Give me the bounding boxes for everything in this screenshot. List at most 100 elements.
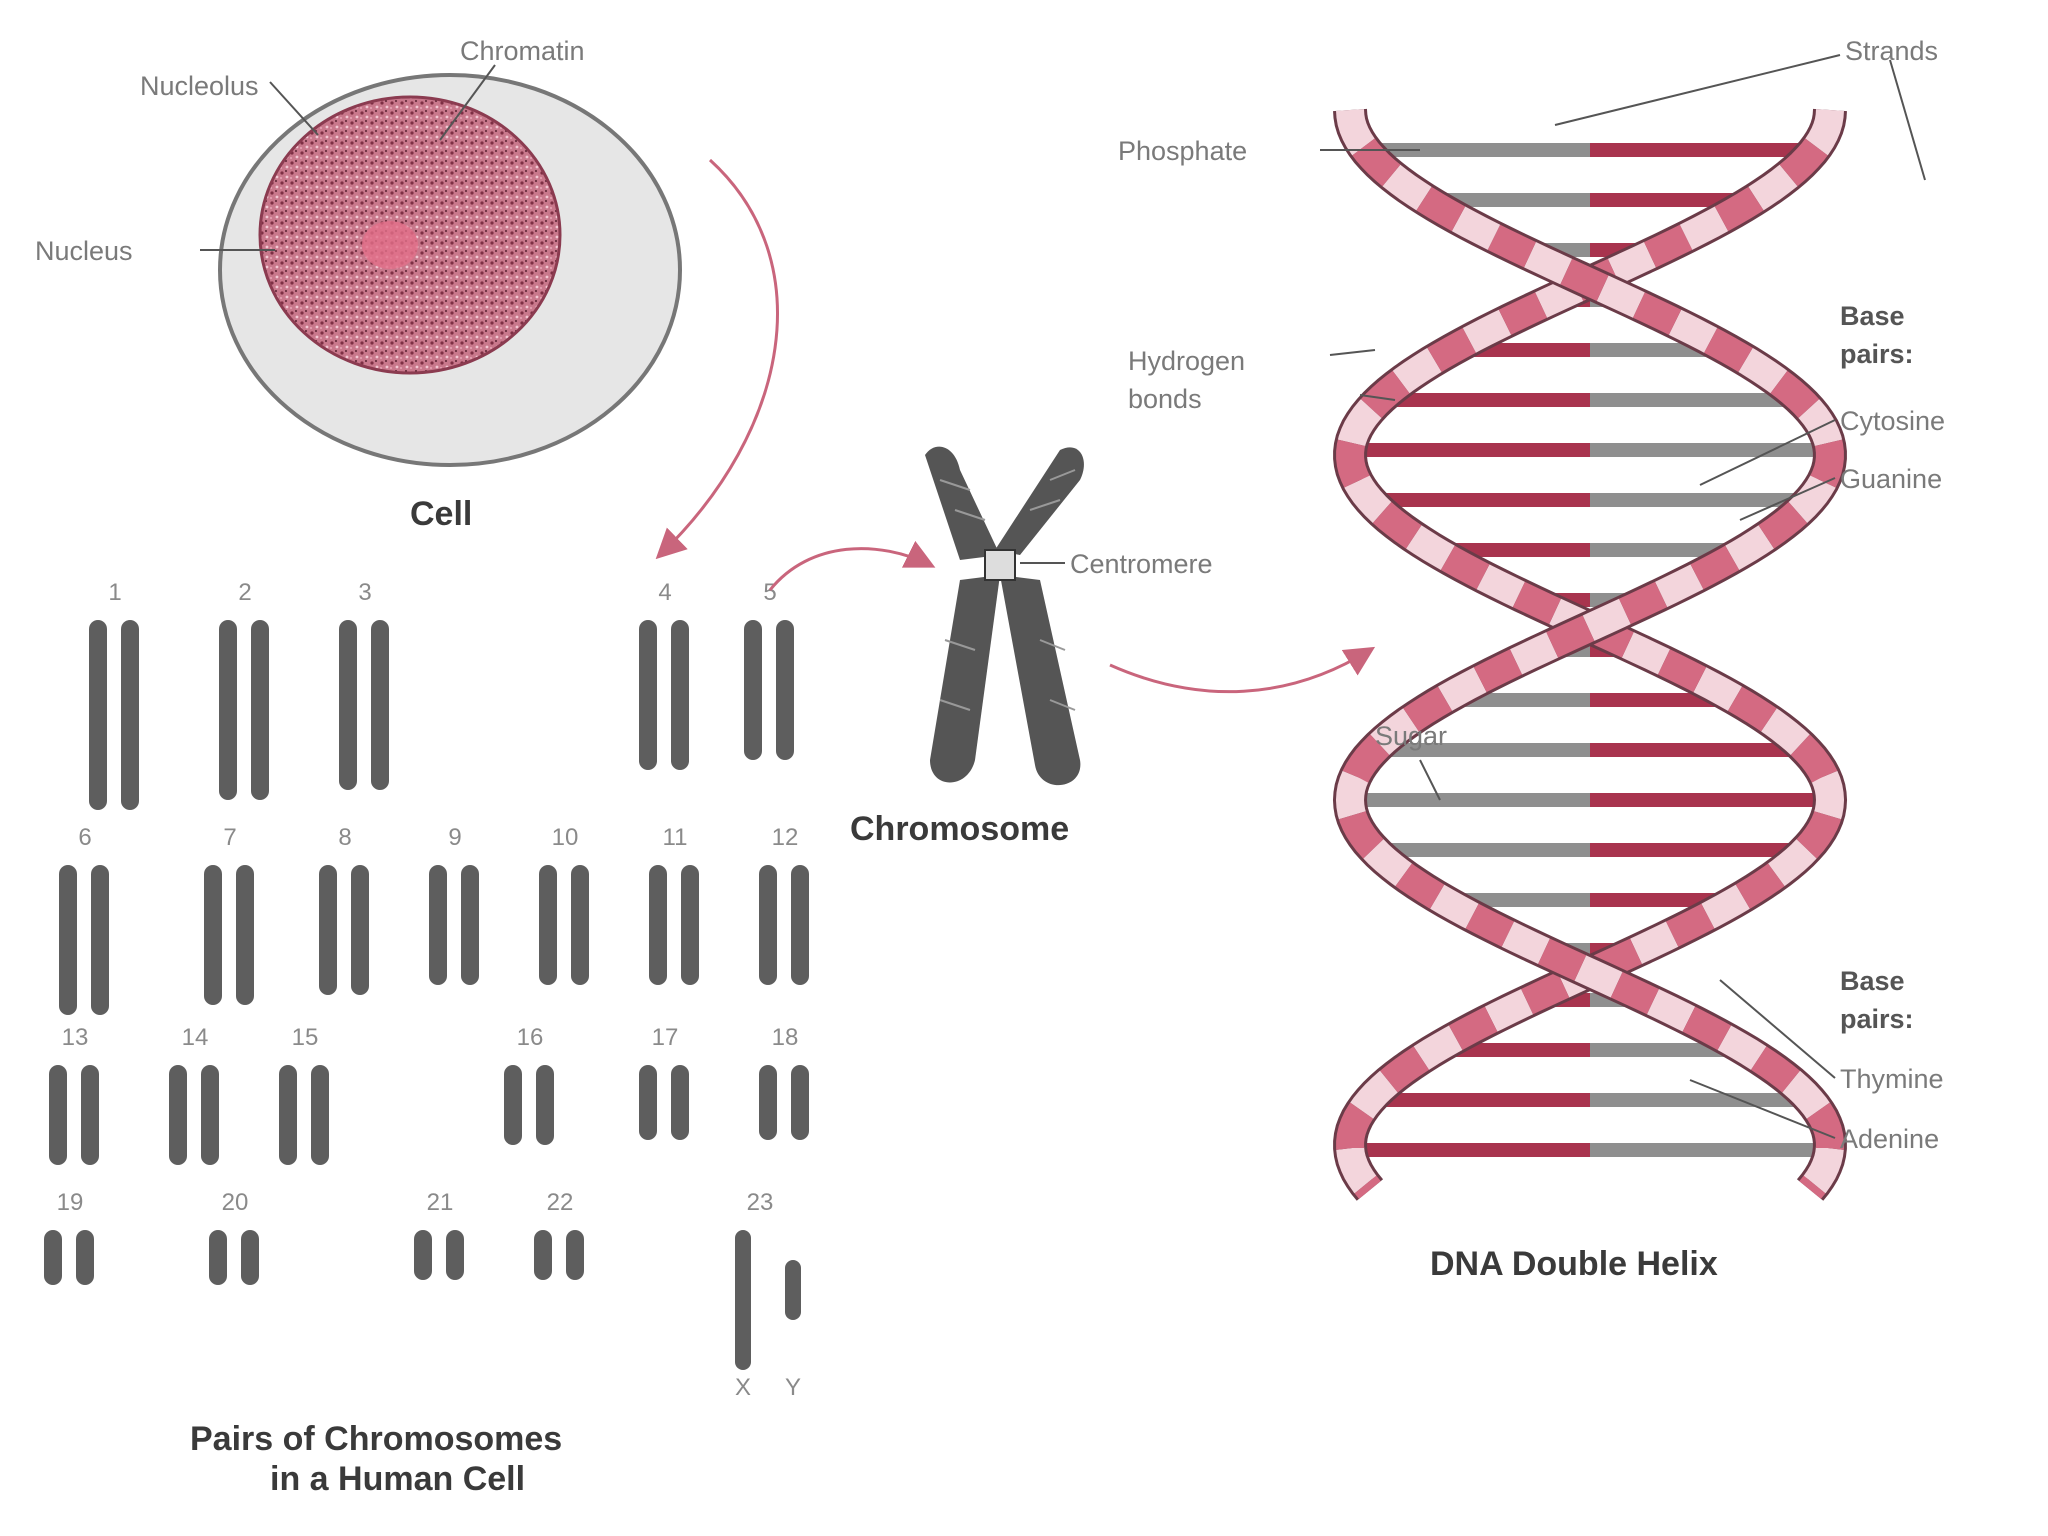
chromosome xyxy=(536,1065,554,1145)
chromosome xyxy=(744,620,762,760)
dna-caption: DNA Double Helix xyxy=(1430,1245,1718,1283)
chromosome xyxy=(649,865,667,985)
chromosome xyxy=(446,1230,464,1280)
cell-to-karyotype-arrow xyxy=(655,158,779,560)
chromosome-pair-number: 17 xyxy=(652,1024,679,1051)
nucleolus xyxy=(362,221,418,269)
nucleolus-label: Nucleolus xyxy=(140,71,259,101)
chromosome xyxy=(759,1065,777,1140)
hydrogen-label-line1: Hydrogen xyxy=(1128,346,1245,376)
chromosome xyxy=(251,620,269,800)
chromosome xyxy=(319,865,337,995)
chromosome-figure xyxy=(925,446,1084,786)
chromosome xyxy=(81,1065,99,1165)
chromosome-pair-number: 10 xyxy=(552,824,579,851)
karyotype-caption-line2: in a Human Cell xyxy=(270,1460,525,1498)
chromosome-pair-number: 18 xyxy=(772,1024,799,1051)
cell-group: Nucleolus Chromatin Nucleus Cell xyxy=(35,36,682,533)
chromosome-caption: Chromosome xyxy=(850,810,1069,848)
dna-helix xyxy=(1332,108,1848,1201)
chromosome xyxy=(534,1230,552,1280)
centromere-label: Centromere xyxy=(1070,549,1213,579)
nucleus-label: Nucleus xyxy=(35,236,133,266)
chromosome xyxy=(776,620,794,760)
chromosome-pair-number: 9 xyxy=(448,824,461,851)
chromosome xyxy=(339,620,357,790)
chromosome xyxy=(241,1230,259,1285)
chromosome xyxy=(59,865,77,1015)
chromosome xyxy=(791,1065,809,1140)
chromosome xyxy=(461,865,479,985)
chromosome xyxy=(571,865,589,985)
cytosine-label: Cytosine xyxy=(1840,406,1945,436)
sex-chromosome-label: Y xyxy=(785,1374,801,1401)
chromosome-pair-number: 13 xyxy=(62,1024,89,1051)
chromosome xyxy=(504,1065,522,1145)
chromosome-pair-number: 14 xyxy=(182,1024,209,1051)
chromosome xyxy=(539,865,557,985)
chromosome-pair-number: 4 xyxy=(658,579,671,606)
hydrogen-label-line2: bonds xyxy=(1128,384,1202,414)
chromosome xyxy=(91,865,109,1015)
base-pairs-top-line1: Base xyxy=(1840,301,1905,331)
chromosome-pair-number: 1 xyxy=(108,579,121,606)
base-pairs-bottom-line2: pairs: xyxy=(1840,1004,1914,1034)
base-pairs-top-line2: pairs: xyxy=(1840,339,1914,369)
chromosome xyxy=(785,1260,801,1320)
chromosome xyxy=(759,865,777,985)
chromosome xyxy=(429,865,447,985)
chromosome-pair-number: 23 xyxy=(747,1189,774,1216)
chromosome xyxy=(351,865,369,995)
chromosome-pair-number: 22 xyxy=(547,1189,574,1216)
sex-chromosome-label: X xyxy=(735,1374,751,1401)
chromosome xyxy=(414,1230,432,1280)
chromosome-pair-number: 11 xyxy=(663,824,688,851)
chromosome xyxy=(681,865,699,985)
chromosome xyxy=(209,1230,227,1285)
phosphate-label: Phosphate xyxy=(1118,136,1247,166)
chromosome xyxy=(566,1230,584,1280)
guanine-label: Guanine xyxy=(1840,464,1942,494)
centromere xyxy=(984,549,1016,581)
chromosome-pair-number: 20 xyxy=(222,1189,249,1216)
chromatin-label: Chromatin xyxy=(460,36,585,66)
chromosome-pair-number: 21 xyxy=(427,1189,454,1216)
thymine-label: Thymine xyxy=(1840,1064,1944,1094)
chromosome xyxy=(169,1065,187,1165)
cell-caption: Cell xyxy=(410,495,472,533)
chromosome-pair-number: 19 xyxy=(57,1189,84,1216)
base-pairs-bottom-line1: Base xyxy=(1840,966,1905,996)
chromosome xyxy=(44,1230,62,1285)
chromosome xyxy=(121,620,139,810)
chromosome-to-dna-arrow xyxy=(1109,646,1376,694)
karyotype-caption-line1: Pairs of Chromosomes xyxy=(190,1420,562,1458)
chromosome-pair-number: 12 xyxy=(772,824,799,851)
chromosome xyxy=(791,865,809,985)
chromosome-pair-number: 3 xyxy=(358,579,371,606)
chromosome-pair-number: 7 xyxy=(223,824,236,851)
strands-label: Strands xyxy=(1845,36,1938,66)
chromosome xyxy=(735,1230,751,1370)
chromosome-pair-number: 8 xyxy=(338,824,351,851)
chromosome xyxy=(76,1230,94,1285)
chromosome xyxy=(671,1065,689,1140)
chromosome xyxy=(89,620,107,810)
chromosome-pair-number: 6 xyxy=(78,824,91,851)
chromosome-pair-number: 15 xyxy=(292,1024,319,1051)
chromosome-pair-number: 2 xyxy=(238,579,251,606)
chromosome xyxy=(236,865,254,1005)
dna-strand xyxy=(1335,109,1844,1199)
chromosome xyxy=(311,1065,329,1165)
chromosome xyxy=(204,865,222,1005)
chromosome xyxy=(201,1065,219,1165)
chromosome xyxy=(671,620,689,770)
sugar-label: Sugar xyxy=(1375,721,1447,751)
adenine-label: Adenine xyxy=(1840,1124,1939,1154)
chromosome xyxy=(279,1065,297,1165)
chromosome xyxy=(639,1065,657,1140)
dna-label-leads xyxy=(1320,54,1926,1139)
chromosome xyxy=(49,1065,67,1165)
chromosome xyxy=(639,620,657,770)
